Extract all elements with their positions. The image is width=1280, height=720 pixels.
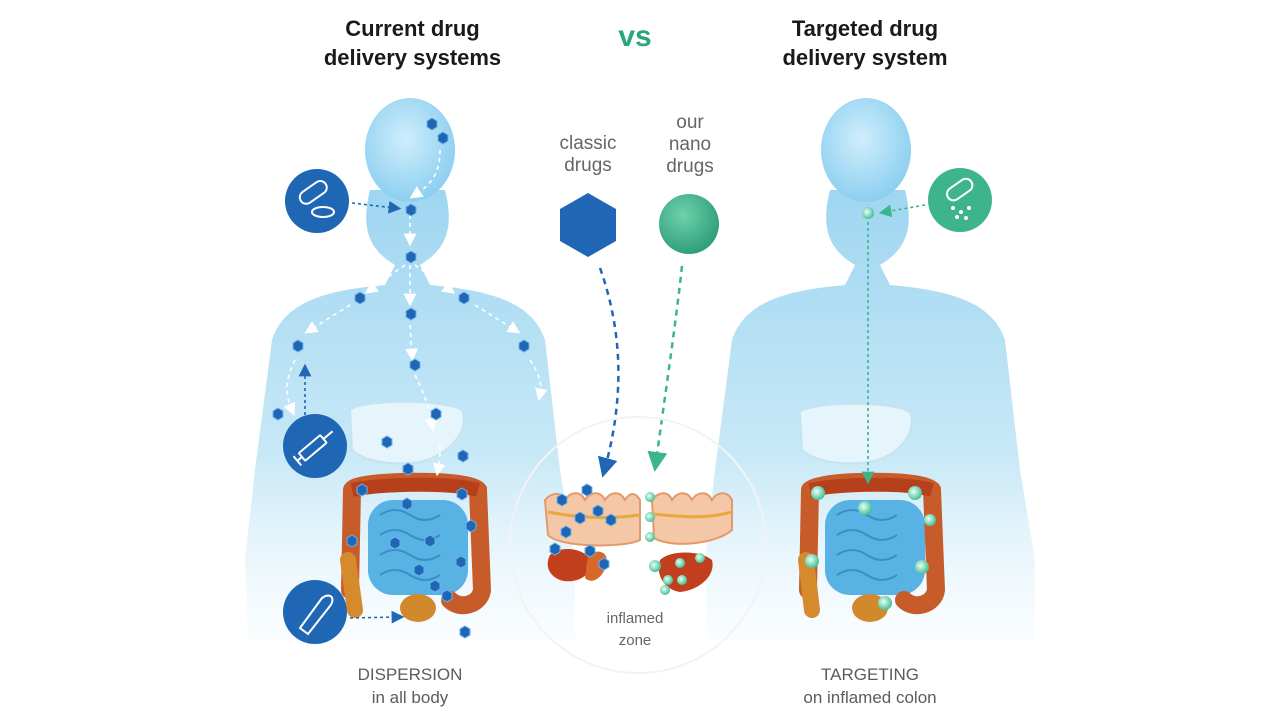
right-nano-particles bbox=[805, 486, 936, 610]
classic-drug-particle bbox=[518, 339, 530, 353]
inflamed-zone-circle bbox=[509, 416, 767, 674]
center-nano-particles bbox=[645, 492, 705, 595]
nano-capsule-icon bbox=[928, 168, 992, 232]
classic-drug-particle bbox=[413, 563, 425, 577]
right-intestine bbox=[825, 500, 925, 595]
classic-drug-particle bbox=[389, 536, 401, 550]
nano-drug-particle bbox=[858, 501, 872, 515]
classic-drugs-label: classic drugs bbox=[559, 133, 617, 176]
intestinal-epithelium bbox=[543, 492, 733, 547]
classic-drug-particle bbox=[405, 250, 417, 264]
classic-drug-particle bbox=[574, 511, 586, 525]
center-classic-particles bbox=[549, 483, 617, 571]
nano-drug-particle bbox=[915, 560, 929, 574]
classic-drug-particle bbox=[560, 525, 572, 539]
classic-drug-particle bbox=[346, 534, 358, 548]
left-drug-particles bbox=[272, 117, 530, 639]
classic-drug-particle bbox=[549, 542, 561, 556]
classic-drug-particle bbox=[426, 117, 438, 131]
pill-icon bbox=[285, 169, 349, 233]
inflamed-zone-label: inflamed zone bbox=[606, 610, 664, 649]
nano-drug-particle bbox=[645, 532, 655, 542]
classic-drug-particle bbox=[356, 483, 368, 497]
nano-drug-particle bbox=[908, 486, 922, 500]
classic-drug-particle bbox=[456, 487, 468, 501]
classic-drug-particle bbox=[272, 407, 284, 421]
nano-drug-sphere bbox=[659, 194, 719, 254]
suppository-icon bbox=[283, 580, 347, 644]
classic-drug-particle bbox=[441, 589, 453, 603]
left-head bbox=[365, 98, 455, 202]
syringe-icon bbox=[283, 414, 347, 478]
classic-drug-particle bbox=[405, 307, 417, 321]
nano-drug-arrow bbox=[647, 265, 684, 472]
classic-drug-particle bbox=[458, 291, 470, 305]
left-title: Current drug delivery systems bbox=[323, 16, 502, 70]
classic-drug-particle bbox=[605, 513, 617, 527]
right-head bbox=[821, 98, 911, 202]
nano-drug-particle bbox=[805, 554, 819, 568]
nano-drug-particle bbox=[645, 512, 655, 522]
right-title: Targeted drug delivery system bbox=[782, 16, 948, 70]
classic-drug-particle bbox=[405, 203, 417, 217]
nano-drug-particle bbox=[862, 207, 874, 219]
classic-drug-particle bbox=[409, 358, 421, 372]
classic-drug-particle bbox=[465, 519, 477, 533]
classic-drug-particle bbox=[592, 504, 604, 518]
nano-drug-particle bbox=[675, 558, 685, 568]
classic-drug-particle bbox=[429, 579, 441, 593]
classic-drug-arrow bbox=[597, 267, 620, 478]
classic-drug-particle bbox=[430, 407, 442, 421]
classic-drug-particle bbox=[354, 291, 366, 305]
classic-drug-particle bbox=[437, 131, 449, 145]
nano-drug-particle bbox=[663, 575, 673, 585]
classic-drug-particle bbox=[401, 497, 413, 511]
classic-drug-hexagon bbox=[560, 193, 616, 257]
nano-drugs-label: our nano drugs bbox=[666, 112, 714, 177]
nano-drug-particle bbox=[924, 514, 936, 526]
dispersion-caption: DISPERSION in all body bbox=[357, 665, 463, 707]
classic-drug-particle bbox=[556, 493, 568, 507]
classic-drug-particle bbox=[381, 435, 393, 449]
nano-drug-particle bbox=[645, 492, 655, 502]
classic-drug-particle bbox=[457, 449, 469, 463]
classic-drug-particle bbox=[584, 544, 596, 558]
classic-drug-particle bbox=[402, 462, 414, 476]
classic-drug-particle bbox=[292, 339, 304, 353]
classic-drug-particle bbox=[424, 534, 436, 548]
nano-drug-particle bbox=[660, 585, 670, 595]
left-intestine bbox=[368, 500, 468, 595]
nano-drug-particle bbox=[649, 560, 661, 572]
classic-drug-particle bbox=[455, 555, 467, 569]
classic-drug-particle bbox=[459, 625, 471, 639]
classic-drug-particle bbox=[581, 483, 593, 497]
nano-drug-particle bbox=[811, 486, 825, 500]
classic-drug-particle bbox=[598, 557, 610, 571]
nano-drug-particle bbox=[695, 553, 705, 563]
nano-drug-particle bbox=[878, 596, 892, 610]
vs-label: vs bbox=[618, 20, 652, 53]
left-dispersion-arrows bbox=[283, 149, 548, 477]
right-liver bbox=[798, 402, 913, 465]
right-route-arrow bbox=[878, 204, 926, 218]
left-route-arrows bbox=[298, 200, 405, 624]
targeting-caption: TARGETING on inflamed colon bbox=[803, 665, 937, 707]
nano-drug-particle bbox=[677, 575, 687, 585]
